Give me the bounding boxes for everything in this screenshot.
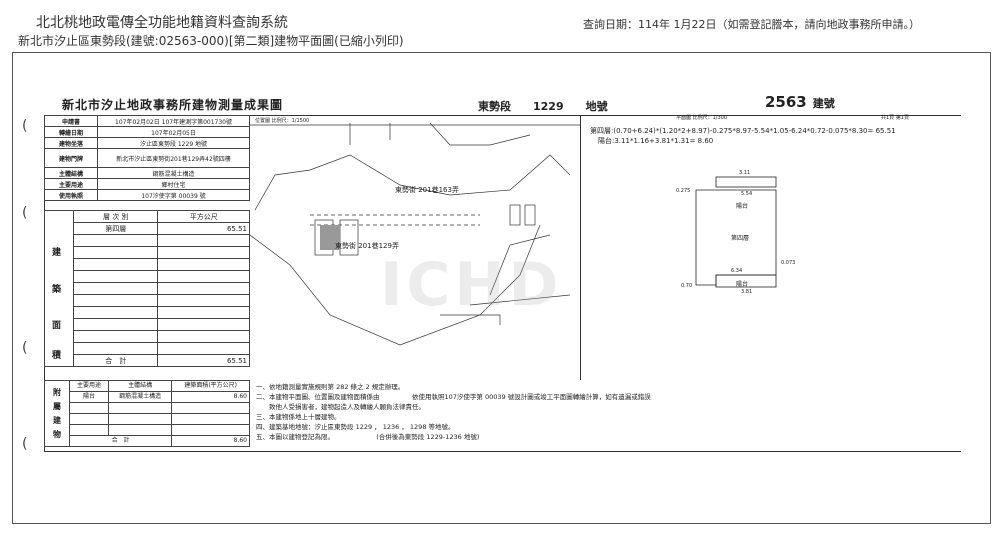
binding-mark: ( [22, 340, 28, 356]
balcony-label: 陽台 [736, 203, 749, 210]
side-label: 築 [52, 285, 62, 295]
location-map-lines [250, 122, 580, 346]
notes: 一、依地籍測量實施規則第 282 條之 2 規定辦理。二、本建物平面圖、位置圖及… [256, 383, 651, 441]
map-scale: 位置圖 比例尺：1/1500 [255, 118, 310, 124]
page-count: 共1頁 第1頁 [881, 115, 909, 121]
binding-mark: ( [22, 436, 28, 452]
section-lot: 東勢段 1229 地號 [478, 100, 608, 113]
dimension: 5.54 [741, 191, 753, 197]
watermark: ICHD [380, 250, 563, 320]
dimension: 0.275 [676, 188, 691, 194]
query-date: 查詢日期：114年 1月22日（如需登記謄本，請向地政事務所申請。） [583, 18, 920, 31]
side-label: 積 [52, 351, 62, 361]
dimension: 3.11 [739, 170, 751, 176]
dimension: 3.81 [741, 289, 753, 295]
side-label: 面 [52, 321, 62, 331]
redacted-area [44, 460, 969, 490]
system-title: 北北桃地政電傳全功能地籍資料查詢系統 [36, 15, 288, 31]
floor-plan-drawing [695, 176, 777, 288]
floor-plan: 平面圖 比例尺：1/300 共1頁 第1頁 陽台 第四層 陽台 3.11 5.5… [580, 115, 961, 380]
document-frame [12, 52, 991, 524]
plan-scale: 平面圖 比例尺：1/300 [676, 115, 727, 121]
street-label: 東勢街 201巷129弄 [335, 242, 399, 250]
binding-mark: ( [22, 205, 28, 221]
dimension: 0.073 [781, 260, 796, 266]
binding-mark: ( [22, 118, 28, 134]
acc-total-value: 8.60 [171, 435, 250, 447]
document-title: 新北市汐止區東勢段(建號:02563-000)[第二類]建物平面圖(已縮小列印) [18, 34, 404, 48]
form-title: 新北市汐止地政事務所建物測量成果圖 [62, 98, 284, 112]
area-formula: 第四層:(0.70+6.24)*(1.20*2+8.97)-0.275*8.97… [590, 127, 896, 145]
acc-total-label: 合 計 [68, 435, 173, 447]
street-label: 東勢街 201巷163弄 [395, 186, 459, 194]
dimension: 6.34 [731, 268, 743, 274]
dimension: 0.70 [681, 283, 693, 289]
location-map: 位置圖 比例尺：1/1500 東勢街 201巷163弄 東勢街 201巷129弄 [250, 115, 580, 380]
side-label: 建 [52, 248, 62, 258]
room-label: 第四層 [731, 235, 750, 242]
balcony-label: 陽台 [736, 281, 749, 288]
